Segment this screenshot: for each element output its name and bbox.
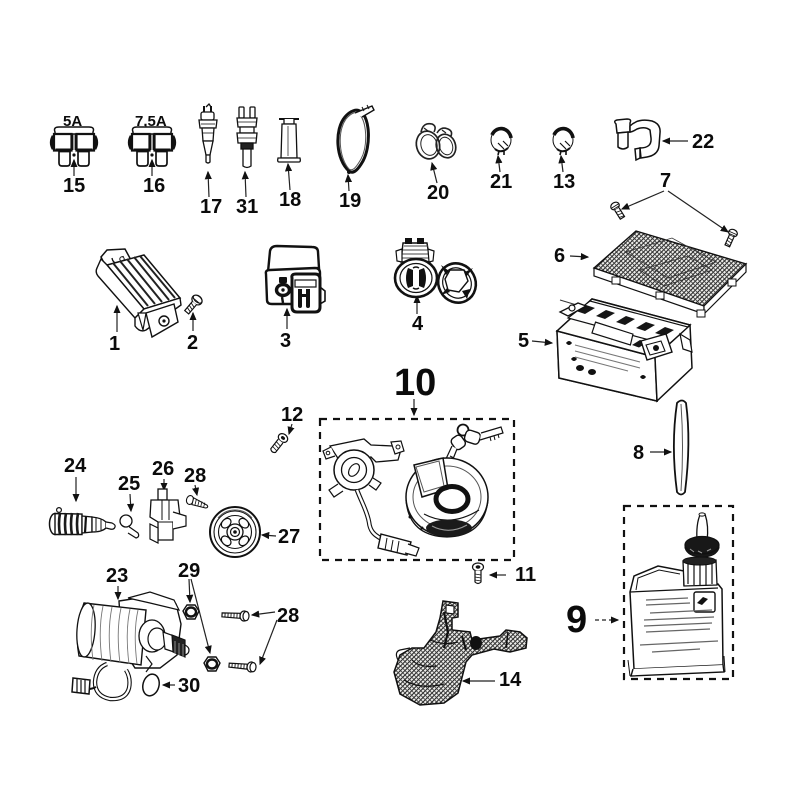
- svg-text:21: 21: [490, 171, 512, 193]
- svg-text:5: 5: [518, 330, 529, 352]
- svg-text:24: 24: [64, 455, 87, 477]
- svg-text:22: 22: [692, 131, 714, 153]
- svg-text:29: 29: [178, 560, 200, 582]
- svg-text:12: 12: [281, 404, 303, 426]
- svg-text:4: 4: [412, 313, 424, 335]
- svg-text:18: 18: [279, 189, 301, 211]
- svg-text:30: 30: [178, 675, 200, 697]
- svg-text:14: 14: [499, 669, 522, 691]
- svg-text:3: 3: [280, 330, 291, 352]
- svg-text:26: 26: [152, 458, 174, 480]
- svg-text:10: 10: [394, 362, 436, 404]
- svg-text:11: 11: [515, 564, 536, 586]
- svg-text:8: 8: [633, 442, 644, 464]
- svg-text:28: 28: [277, 605, 299, 627]
- svg-text:20: 20: [427, 182, 449, 204]
- svg-text:27: 27: [278, 526, 300, 548]
- svg-text:13: 13: [553, 171, 575, 193]
- svg-text:17: 17: [200, 196, 222, 218]
- svg-text:2: 2: [187, 332, 198, 354]
- svg-text:19: 19: [339, 190, 361, 212]
- svg-text:9: 9: [566, 599, 587, 641]
- svg-text:5A: 5A: [63, 113, 82, 130]
- svg-text:16: 16: [143, 175, 165, 197]
- svg-text:7,5A: 7,5A: [135, 113, 167, 130]
- svg-text:15: 15: [63, 175, 85, 197]
- svg-text:1: 1: [109, 333, 120, 355]
- svg-text:28: 28: [184, 465, 206, 487]
- svg-text:25: 25: [118, 473, 140, 495]
- svg-text:7: 7: [660, 170, 671, 192]
- svg-text:23: 23: [106, 565, 128, 587]
- svg-text:31: 31: [236, 196, 258, 218]
- svg-text:6: 6: [554, 245, 565, 267]
